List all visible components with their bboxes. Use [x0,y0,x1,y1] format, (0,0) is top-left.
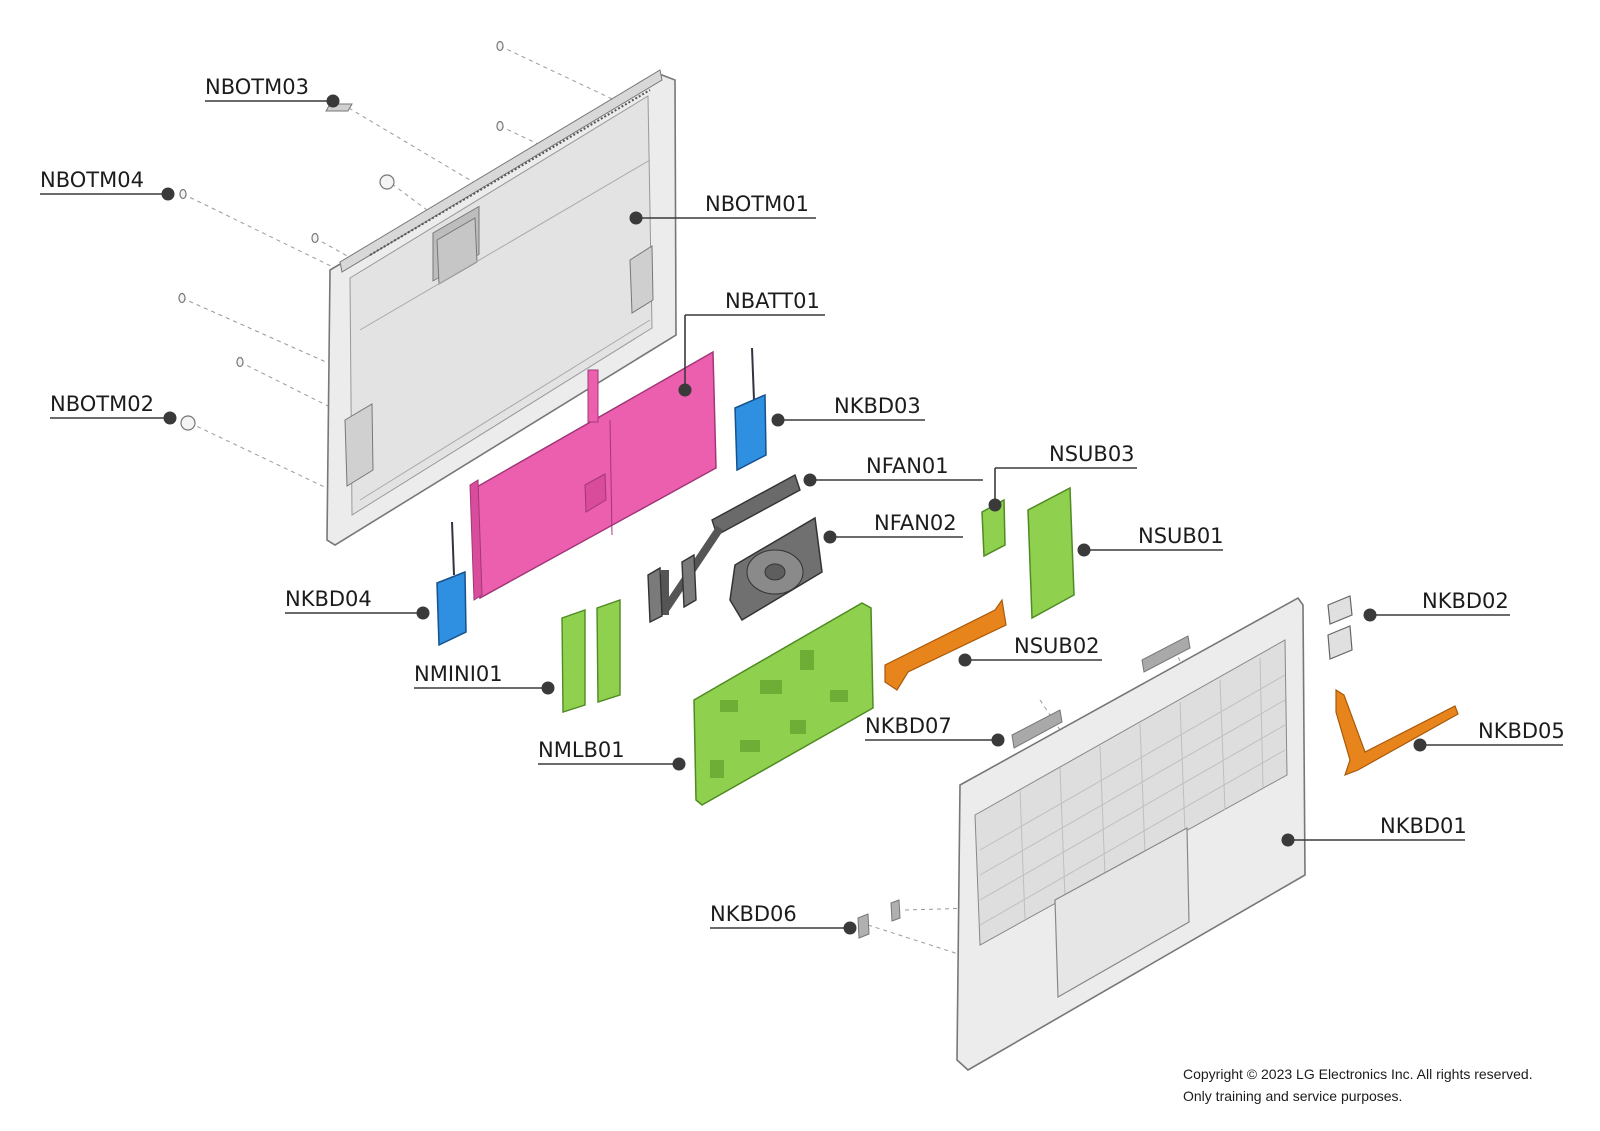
small-pads [857,899,901,939]
label-nbotm02: NBOTM02 [50,392,154,416]
label-nkbd06: NKBD06 [710,902,797,926]
screws [178,40,504,431]
speaker-left [436,521,467,647]
heatsink [647,473,801,624]
leader-lines [40,100,1563,929]
label-nkbd02: NKBD02 [1422,589,1509,613]
label-nbotm01: NBOTM01 [705,192,809,216]
copyright-line: Copyright © 2023 LG Electronics Inc. All… [1183,1066,1533,1082]
bottom-cover [326,69,677,546]
label-nsub01: NSUB01 [1138,524,1224,548]
battery [469,350,717,601]
label-nfan01: NFAN01 [866,454,949,478]
label-nbotm04: NBOTM04 [40,168,144,192]
speaker-right [734,347,767,472]
copyright-notice: Copyright © 2023 LG Electronics Inc. All… [1183,1063,1533,1107]
leader-dots [161,94,1427,935]
usage-note: Only training and service purposes. [1183,1088,1403,1104]
label-nkbd01: NKBD01 [1380,814,1467,838]
keyboard-tapes [1011,635,1191,749]
sub-board [1027,486,1075,620]
label-nkbd03: NKBD03 [834,394,921,418]
memory-modules [561,599,621,713]
label-nsub03: NSUB03 [1049,442,1135,466]
hinge-brackets [1327,595,1353,660]
label-nkbd07: NKBD07 [865,714,952,738]
label-nbatt01: NBATT01 [725,289,820,313]
label-nsub02: NSUB02 [1014,634,1100,658]
label-nkbd04: NKBD04 [285,587,372,611]
sub-board-cable [884,598,1007,691]
fan [729,516,823,622]
main-board [693,602,874,806]
label-nbotm03: NBOTM03 [205,75,309,99]
part-labels: NBOTM03 NBOTM04 NBOTM01 NBATT01 NBOTM02 … [40,75,1565,926]
top-case-keyboard [956,596,1306,1071]
label-nmlb01: NMLB01 [538,738,625,762]
keyboard-cable [1335,688,1459,777]
label-nfan02: NFAN02 [874,511,957,535]
label-nmini01: NMINI01 [414,662,503,686]
label-nkbd05: NKBD05 [1478,719,1565,743]
